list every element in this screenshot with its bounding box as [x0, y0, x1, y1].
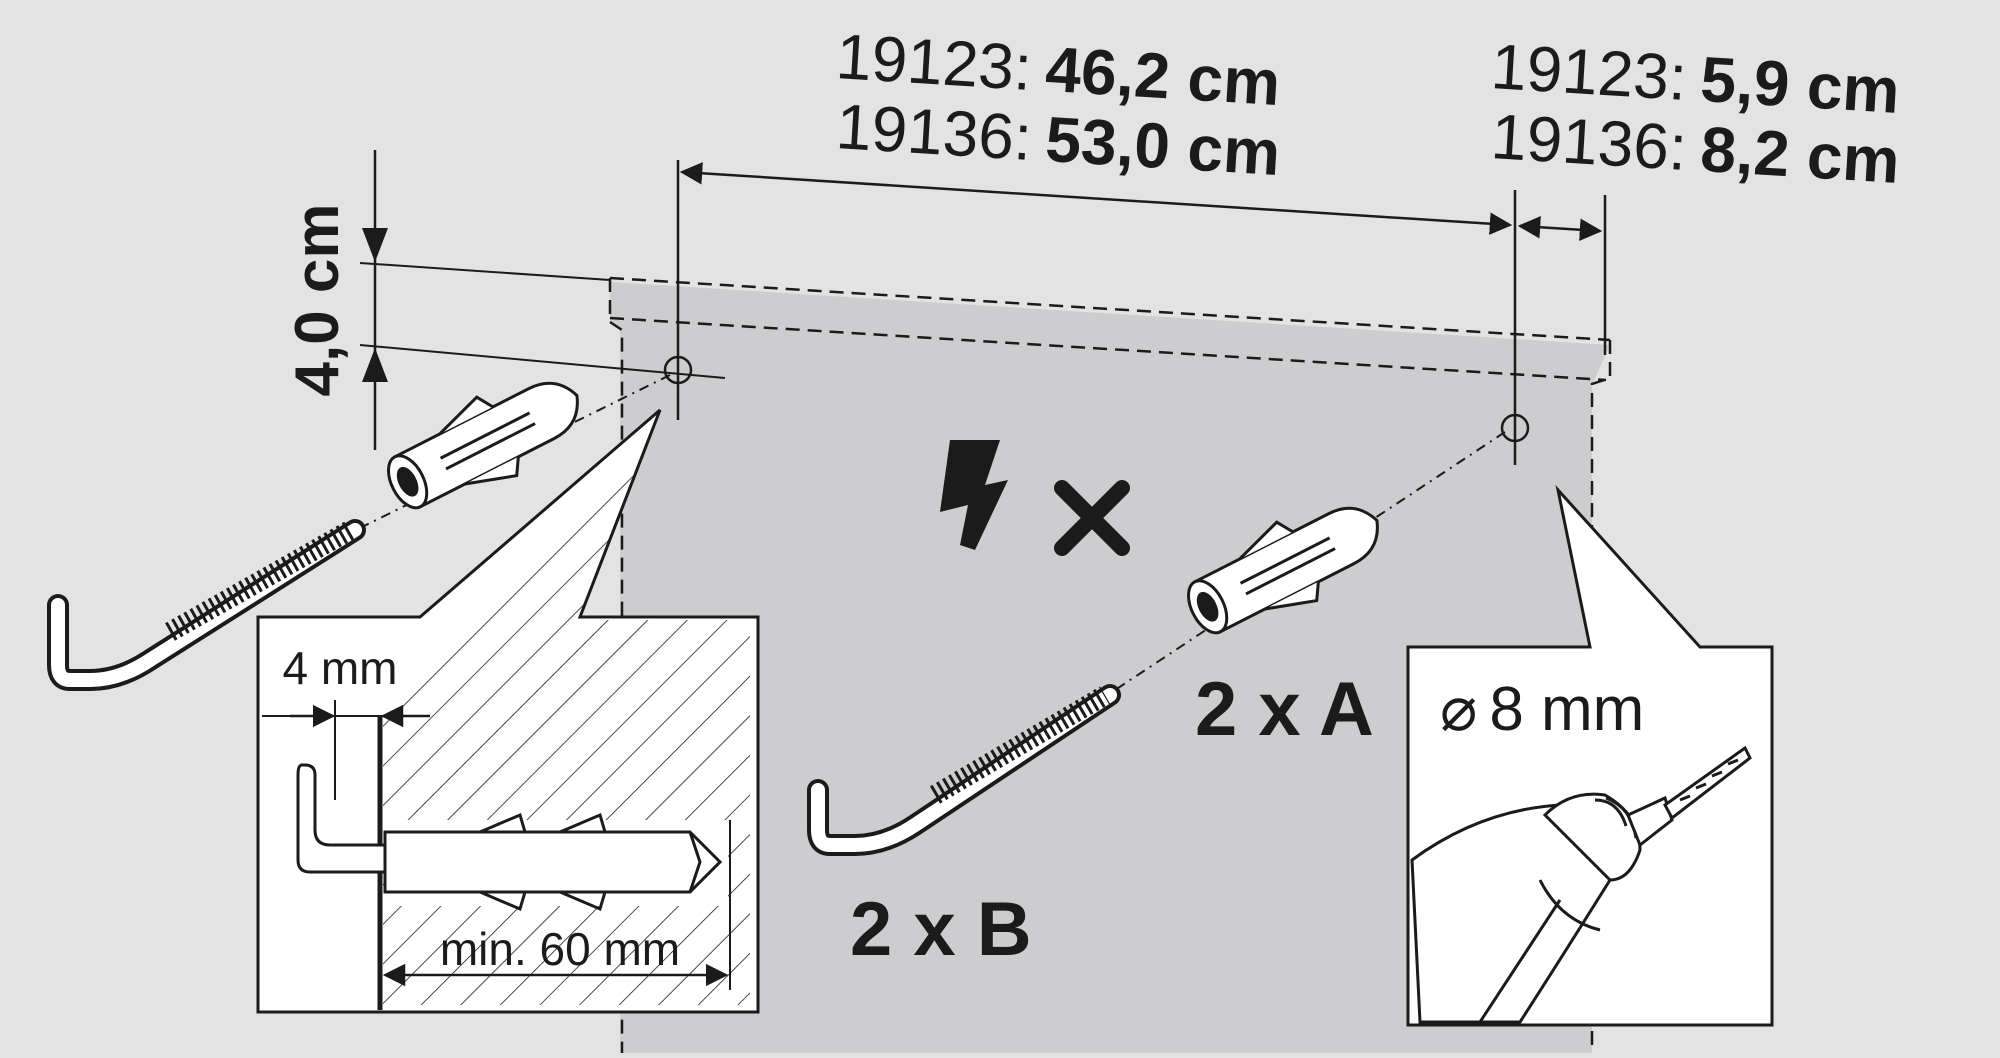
anchor-count-label: 2 x A — [1195, 667, 1374, 752]
wall-section-callout — [256, 408, 760, 1014]
right-drill-hole — [1500, 413, 1530, 443]
wall-gap-label: 4 mm — [283, 642, 398, 694]
right-screw-hook-icon — [807, 684, 1121, 856]
drill-icon — [1410, 745, 1752, 1024]
drill-diameter-value: 8 mm — [1489, 675, 1644, 744]
right-wall-plug-icon — [1187, 506, 1379, 635]
left-wall-plug-icon — [387, 381, 579, 510]
left-screw-hook-icon — [47, 519, 366, 691]
left-drill-hole — [663, 355, 693, 385]
width-dimension — [676, 160, 1607, 465]
drill-diameter-label: ⌀8 mm — [1440, 675, 1644, 744]
top-dimension-row-1: 19123:46,2 cm — [834, 20, 1282, 119]
top-dimension-row-2: 19136:53,0 cm — [834, 90, 1282, 189]
hook-count-label: 2 x B — [850, 887, 1032, 972]
vertical-offset-label: 4,0 cm — [283, 203, 352, 396]
no-electric-cables-icon — [940, 440, 1130, 556]
side-dimension-row-1: 19123:5,9 cm — [1489, 30, 1902, 127]
side-dimension-row-2: 19136:8,2 cm — [1489, 100, 1902, 197]
min-depth-label: min. 60 mm — [440, 923, 680, 975]
diameter-symbol: ⌀ — [1440, 675, 1477, 744]
